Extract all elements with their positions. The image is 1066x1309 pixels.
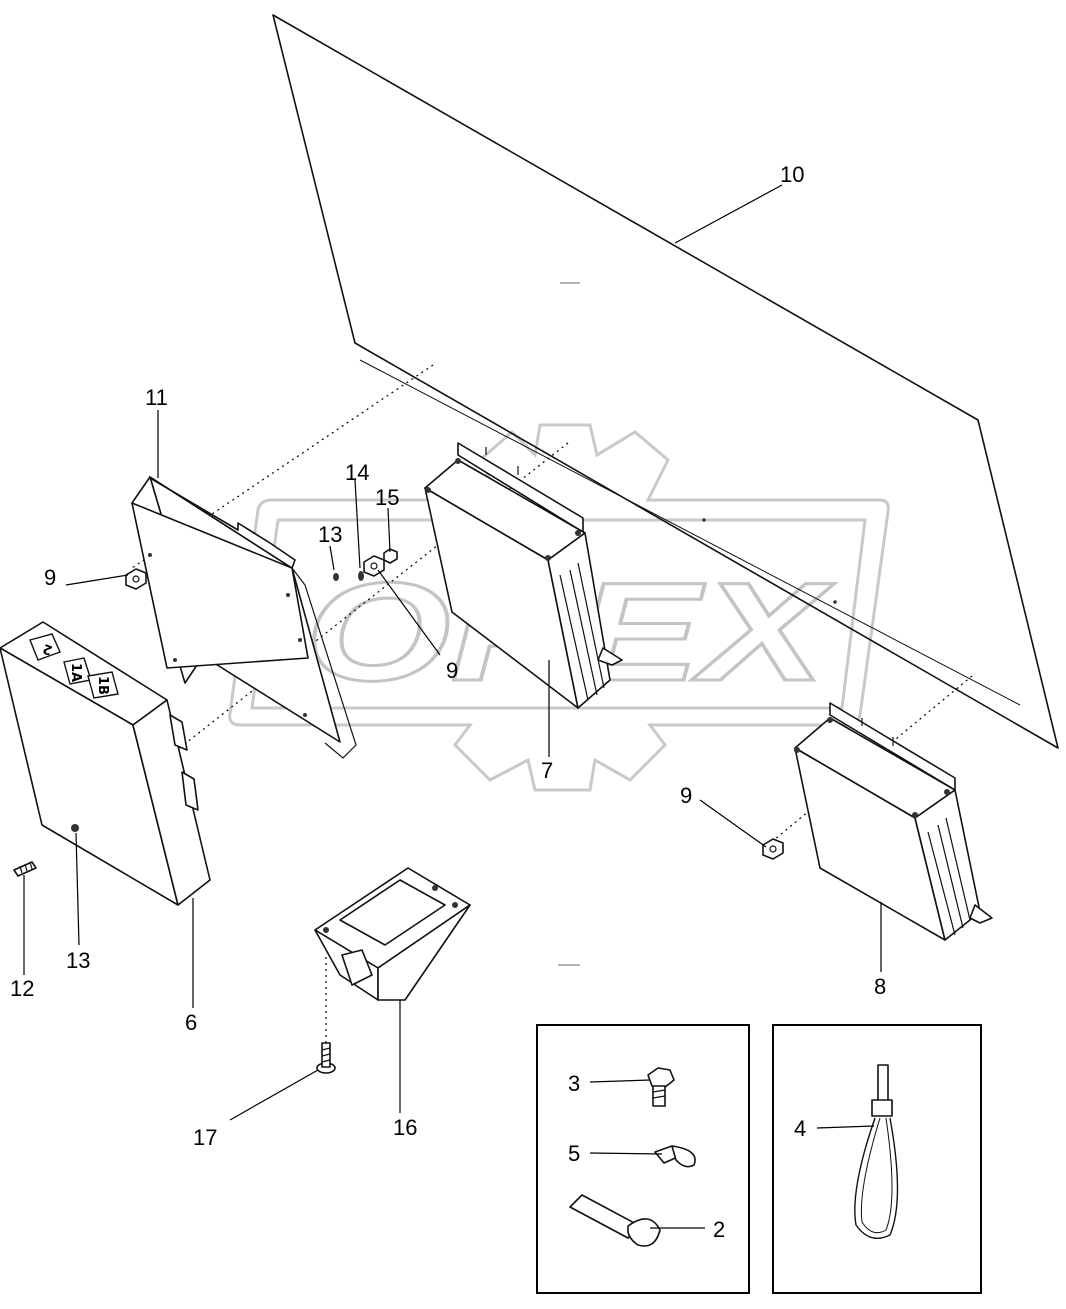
clamp-part-5	[654, 1145, 696, 1168]
cable-tie-part-4	[854, 1064, 899, 1239]
callout-11: 11	[145, 385, 168, 410]
nut-9-left	[125, 568, 147, 590]
washer-13-center	[333, 573, 339, 581]
nut-9-right	[762, 838, 784, 860]
controller-part-6: 2 1A 1B	[0, 621, 211, 906]
callout-9-center: 9	[446, 658, 458, 683]
callout-12: 12	[10, 976, 34, 1001]
callout-17: 17	[193, 1125, 217, 1150]
bracket-part-11	[131, 476, 357, 759]
inset-frame-cable-tie	[772, 1024, 982, 1294]
callout-13-center: 13	[318, 522, 342, 547]
screw-17	[316, 1042, 336, 1074]
label-tag-1b: 1B	[87, 671, 119, 699]
ecu-part-7	[424, 442, 623, 709]
ecu-part-8	[794, 702, 993, 941]
svg-text:1B: 1B	[95, 676, 110, 695]
sensor-part-16	[314, 867, 471, 1001]
callout-10: 10	[780, 162, 804, 187]
callout-9-right: 9	[680, 783, 692, 808]
clamp-part-2	[569, 1194, 661, 1247]
label-tag-2: 2	[29, 633, 61, 661]
inset-frame-fasteners	[536, 1024, 750, 1294]
washer-14	[358, 571, 364, 581]
callout-3: 3	[568, 1071, 580, 1096]
panel-part-10	[272, 14, 1059, 749]
callout-6: 6	[185, 1010, 197, 1035]
callout-numbers: 10 11 9 14 15 13 9 7 9 8 13 12 6 16 17 3…	[10, 162, 886, 1242]
callout-2: 2	[713, 1217, 725, 1242]
screw-12	[13, 861, 37, 877]
assembly-axis-lines	[69, 359, 1021, 1045]
callout-16: 16	[393, 1115, 417, 1140]
callout-5: 5	[568, 1141, 580, 1166]
callout-4: 4	[794, 1116, 806, 1141]
callout-8: 8	[874, 974, 886, 999]
svg-text:1A: 1A	[68, 663, 83, 682]
label-tag-1a: 1A	[63, 657, 92, 685]
bolt-part-3	[647, 1067, 675, 1107]
callout-14: 14	[345, 460, 369, 485]
callout-9-left: 9	[44, 565, 56, 590]
callout-15: 15	[375, 485, 399, 510]
callout-13-left: 13	[66, 948, 90, 973]
callout-7: 7	[541, 758, 553, 783]
leader-lines	[23, 184, 882, 1229]
